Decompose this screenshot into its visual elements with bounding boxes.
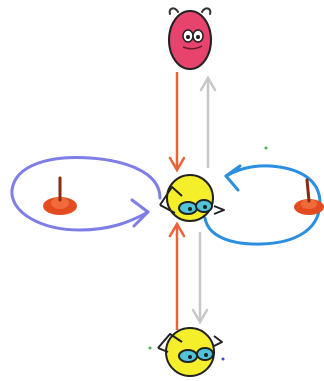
gray-arrowhead-down [191, 308, 209, 325]
pink-face-character-icon [168, 7, 212, 70]
left-marker-icon [43, 176, 77, 215]
top-center-arrows [168, 72, 217, 173]
goggle-left-icon [178, 349, 198, 363]
right-marker-icon [294, 178, 324, 215]
gray-arrowhead-up [199, 75, 217, 92]
purple-loop-arrowhead [130, 198, 150, 228]
bottom-center-arrows [168, 221, 209, 330]
bottom-face-character-icon [157, 327, 223, 377]
left-loop-arrow [10, 156, 162, 232]
red-arrowhead-up [168, 221, 186, 238]
goggle-left-icon [178, 201, 198, 215]
sparkle-dots [148, 146, 268, 361]
purple-loop-path [10, 156, 162, 232]
red-arrowhead-down [168, 156, 186, 173]
center-face-character-icon [159, 174, 225, 222]
blue-loop-arrowhead [224, 164, 242, 192]
